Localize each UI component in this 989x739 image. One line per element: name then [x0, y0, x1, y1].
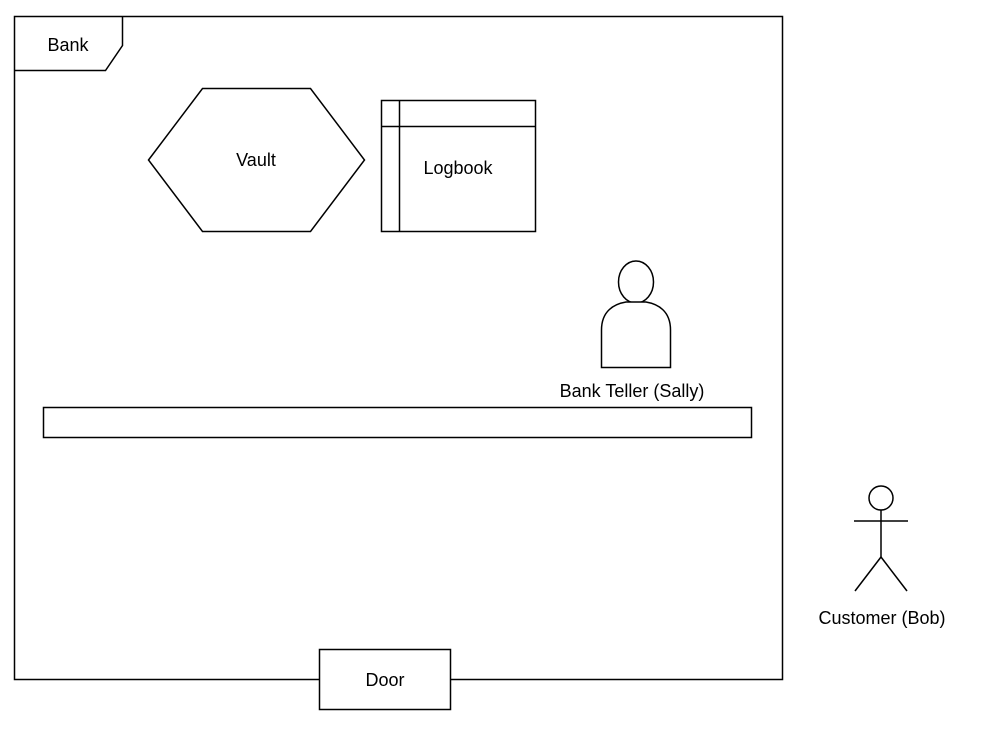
door-node[interactable]: Door — [318, 648, 452, 711]
logbook-shape — [380, 99, 537, 233]
bank-teller-node[interactable]: Bank Teller (Sally) — [560, 260, 705, 401]
customer-label: Customer (Bob) — [818, 608, 945, 628]
door-label: Door — [365, 670, 404, 690]
teller-head — [617, 260, 655, 304]
logbook-node[interactable]: Logbook — [380, 99, 537, 233]
customer-node[interactable]: Customer (Bob) — [818, 485, 946, 628]
teller-body — [600, 301, 672, 369]
vault-node[interactable]: Vault — [147, 87, 366, 233]
counter-bar — [42, 406, 753, 439]
bank-frame-title-tab — [14, 16, 124, 72]
bank-teller-label: Bank Teller (Sally) — [560, 381, 705, 401]
door-shape — [318, 648, 452, 711]
stick-figure-icon — [854, 485, 908, 592]
bank-frame-title: Bank — [47, 35, 89, 55]
logbook-label: Logbook — [423, 158, 493, 178]
vault-label: Vault — [236, 150, 276, 170]
customer-left-leg — [854, 556, 882, 592]
vault-hexagon-shape — [147, 87, 366, 233]
person-icon — [600, 260, 672, 369]
customer-head — [868, 485, 894, 511]
customer-right-leg — [880, 556, 908, 592]
